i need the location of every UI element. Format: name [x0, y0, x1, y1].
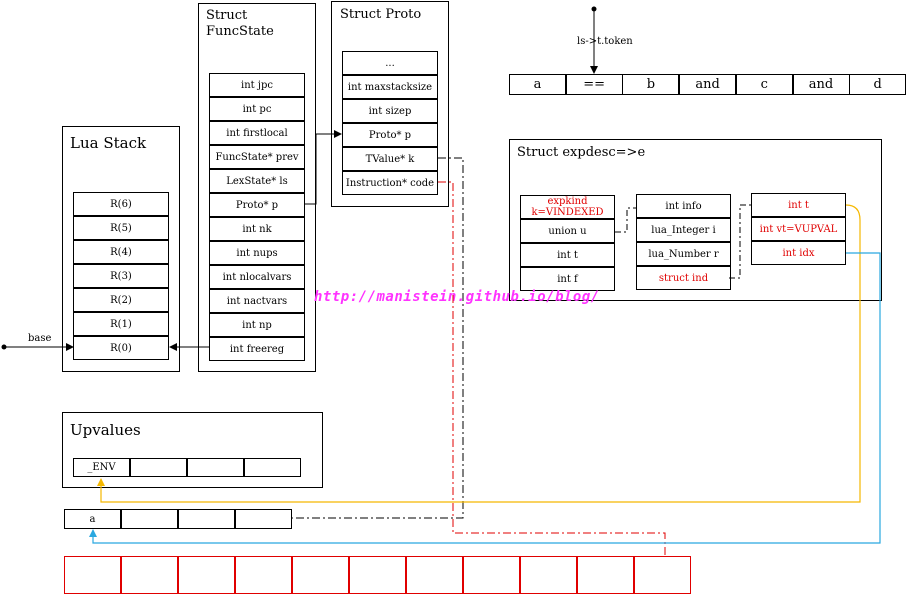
luastack-title: Lua Stack — [70, 134, 147, 152]
funcstate-field-int-freereg: int freereg — [209, 337, 305, 361]
ind-connector — [729, 204, 751, 279]
union-field-lua-integer-i: lua_Integer i — [636, 218, 731, 242]
union-field-lua-number-r: lua_Number r — [636, 242, 731, 266]
instruction-cell — [463, 556, 520, 594]
funcstate-field-int-pc: int pc — [209, 97, 305, 121]
stack-register-r-0: R(0) — [73, 336, 169, 360]
instruction-cell — [235, 556, 292, 594]
funcstate-field-lexstate-ls: LexState* ls — [209, 169, 305, 193]
expdesc-field-union-u: union u — [520, 219, 615, 243]
constant-cell — [121, 509, 178, 529]
funcstate-field-funcstate-prev: FuncState* prev — [209, 145, 305, 169]
instruction-cell — [577, 556, 634, 594]
instruction-cell — [64, 556, 121, 594]
constant-cell — [235, 509, 292, 529]
union-field-struct-ind: struct ind — [636, 266, 731, 290]
upvalue-index-arrow — [97, 204, 861, 503]
token-pointer-label: ls->t.token — [575, 36, 635, 48]
expdesc-frame — [509, 139, 882, 301]
constant-cell — [178, 509, 235, 529]
funcstate-field-int-nlocalvars: int nlocalvars — [209, 265, 305, 289]
union-connector — [615, 207, 636, 233]
stack-register-r-1: R(1) — [73, 312, 169, 336]
proto-field-int-sizep: int sizep — [342, 99, 438, 123]
funcstate-field-int-jpc: int jpc — [209, 73, 305, 97]
instruction-cell — [292, 556, 349, 594]
funcstate-field-int-firstlocal: int firstlocal — [209, 121, 305, 145]
stack-register-r-6: R(6) — [73, 192, 169, 216]
ind-field-int-idx: int idx — [751, 241, 846, 265]
luastack-frame — [62, 126, 180, 372]
proto-field-int-maxstacksize: int maxstacksize — [342, 75, 438, 99]
token-cell: and — [792, 74, 850, 95]
funcstate-field-int-nk: int nk — [209, 217, 305, 241]
token-cell: c — [735, 74, 793, 95]
proto-frame — [331, 1, 449, 207]
code-pointer-line — [438, 181, 666, 556]
proto-field-blank: ... — [342, 51, 438, 75]
stack-register-r-5: R(5) — [73, 216, 169, 240]
expdesc-field-expkind-k-vindexed: expkind k=VINDEXED — [520, 195, 615, 219]
expdesc-title: Struct expdesc=>e — [517, 145, 646, 160]
proto-pointer-arrow — [305, 130, 342, 205]
watermark-text: http://manistein.github.io/blog/ — [314, 289, 600, 305]
expdesc-field-int-t: int t — [520, 243, 615, 267]
union-field-int-info: int info — [636, 194, 731, 218]
funcstate-field-int-nactvars: int nactvars — [209, 289, 305, 313]
funcstate-field-proto-p: Proto* p — [209, 193, 305, 217]
ind-field-int-t: int t — [751, 193, 846, 217]
upvalue-cell — [244, 458, 301, 477]
k-pointer-line — [292, 157, 464, 519]
proto-field-tvalue-k: TValue* k — [342, 147, 438, 171]
instruction-cell — [406, 556, 463, 594]
token-cell: and — [679, 74, 737, 95]
instruction-cell — [178, 556, 235, 594]
constant-a-cell: a — [64, 509, 121, 529]
instruction-cell — [520, 556, 577, 594]
proto-field-proto-p: Proto* p — [342, 123, 438, 147]
upvalues-title: Upvalues — [70, 421, 141, 439]
ind-field-int-vt-vupval: int vt=VUPVAL — [751, 217, 846, 241]
upvalue-cell — [130, 458, 187, 477]
expdesc-field-int-f: int f — [520, 267, 615, 291]
instruction-cell — [121, 556, 178, 594]
instruction-cell — [349, 556, 406, 594]
stack-register-r-4: R(4) — [73, 240, 169, 264]
funcstate-field-int-nups: int nups — [209, 241, 305, 265]
base-label: base — [28, 333, 52, 344]
stack-register-r-2: R(2) — [73, 288, 169, 312]
upvalues-frame — [62, 412, 323, 488]
instruction-cell — [634, 556, 691, 594]
token-cell: == — [565, 74, 623, 95]
proto-field-instruction-code: Instruction* code — [342, 171, 438, 195]
upvalue-cell — [187, 458, 244, 477]
funcstate-field-int-np: int np — [209, 313, 305, 337]
upvalue-env-cell: _ENV — [73, 458, 130, 477]
token-cell: b — [622, 74, 680, 95]
token-cell: a — [509, 74, 566, 95]
stack-register-r-3: R(3) — [73, 264, 169, 288]
token-cell: d — [849, 74, 907, 95]
constant-index-arrow — [89, 252, 881, 544]
funcstate-title: Struct FuncState — [206, 8, 274, 39]
proto-title: Struct Proto — [340, 7, 422, 22]
